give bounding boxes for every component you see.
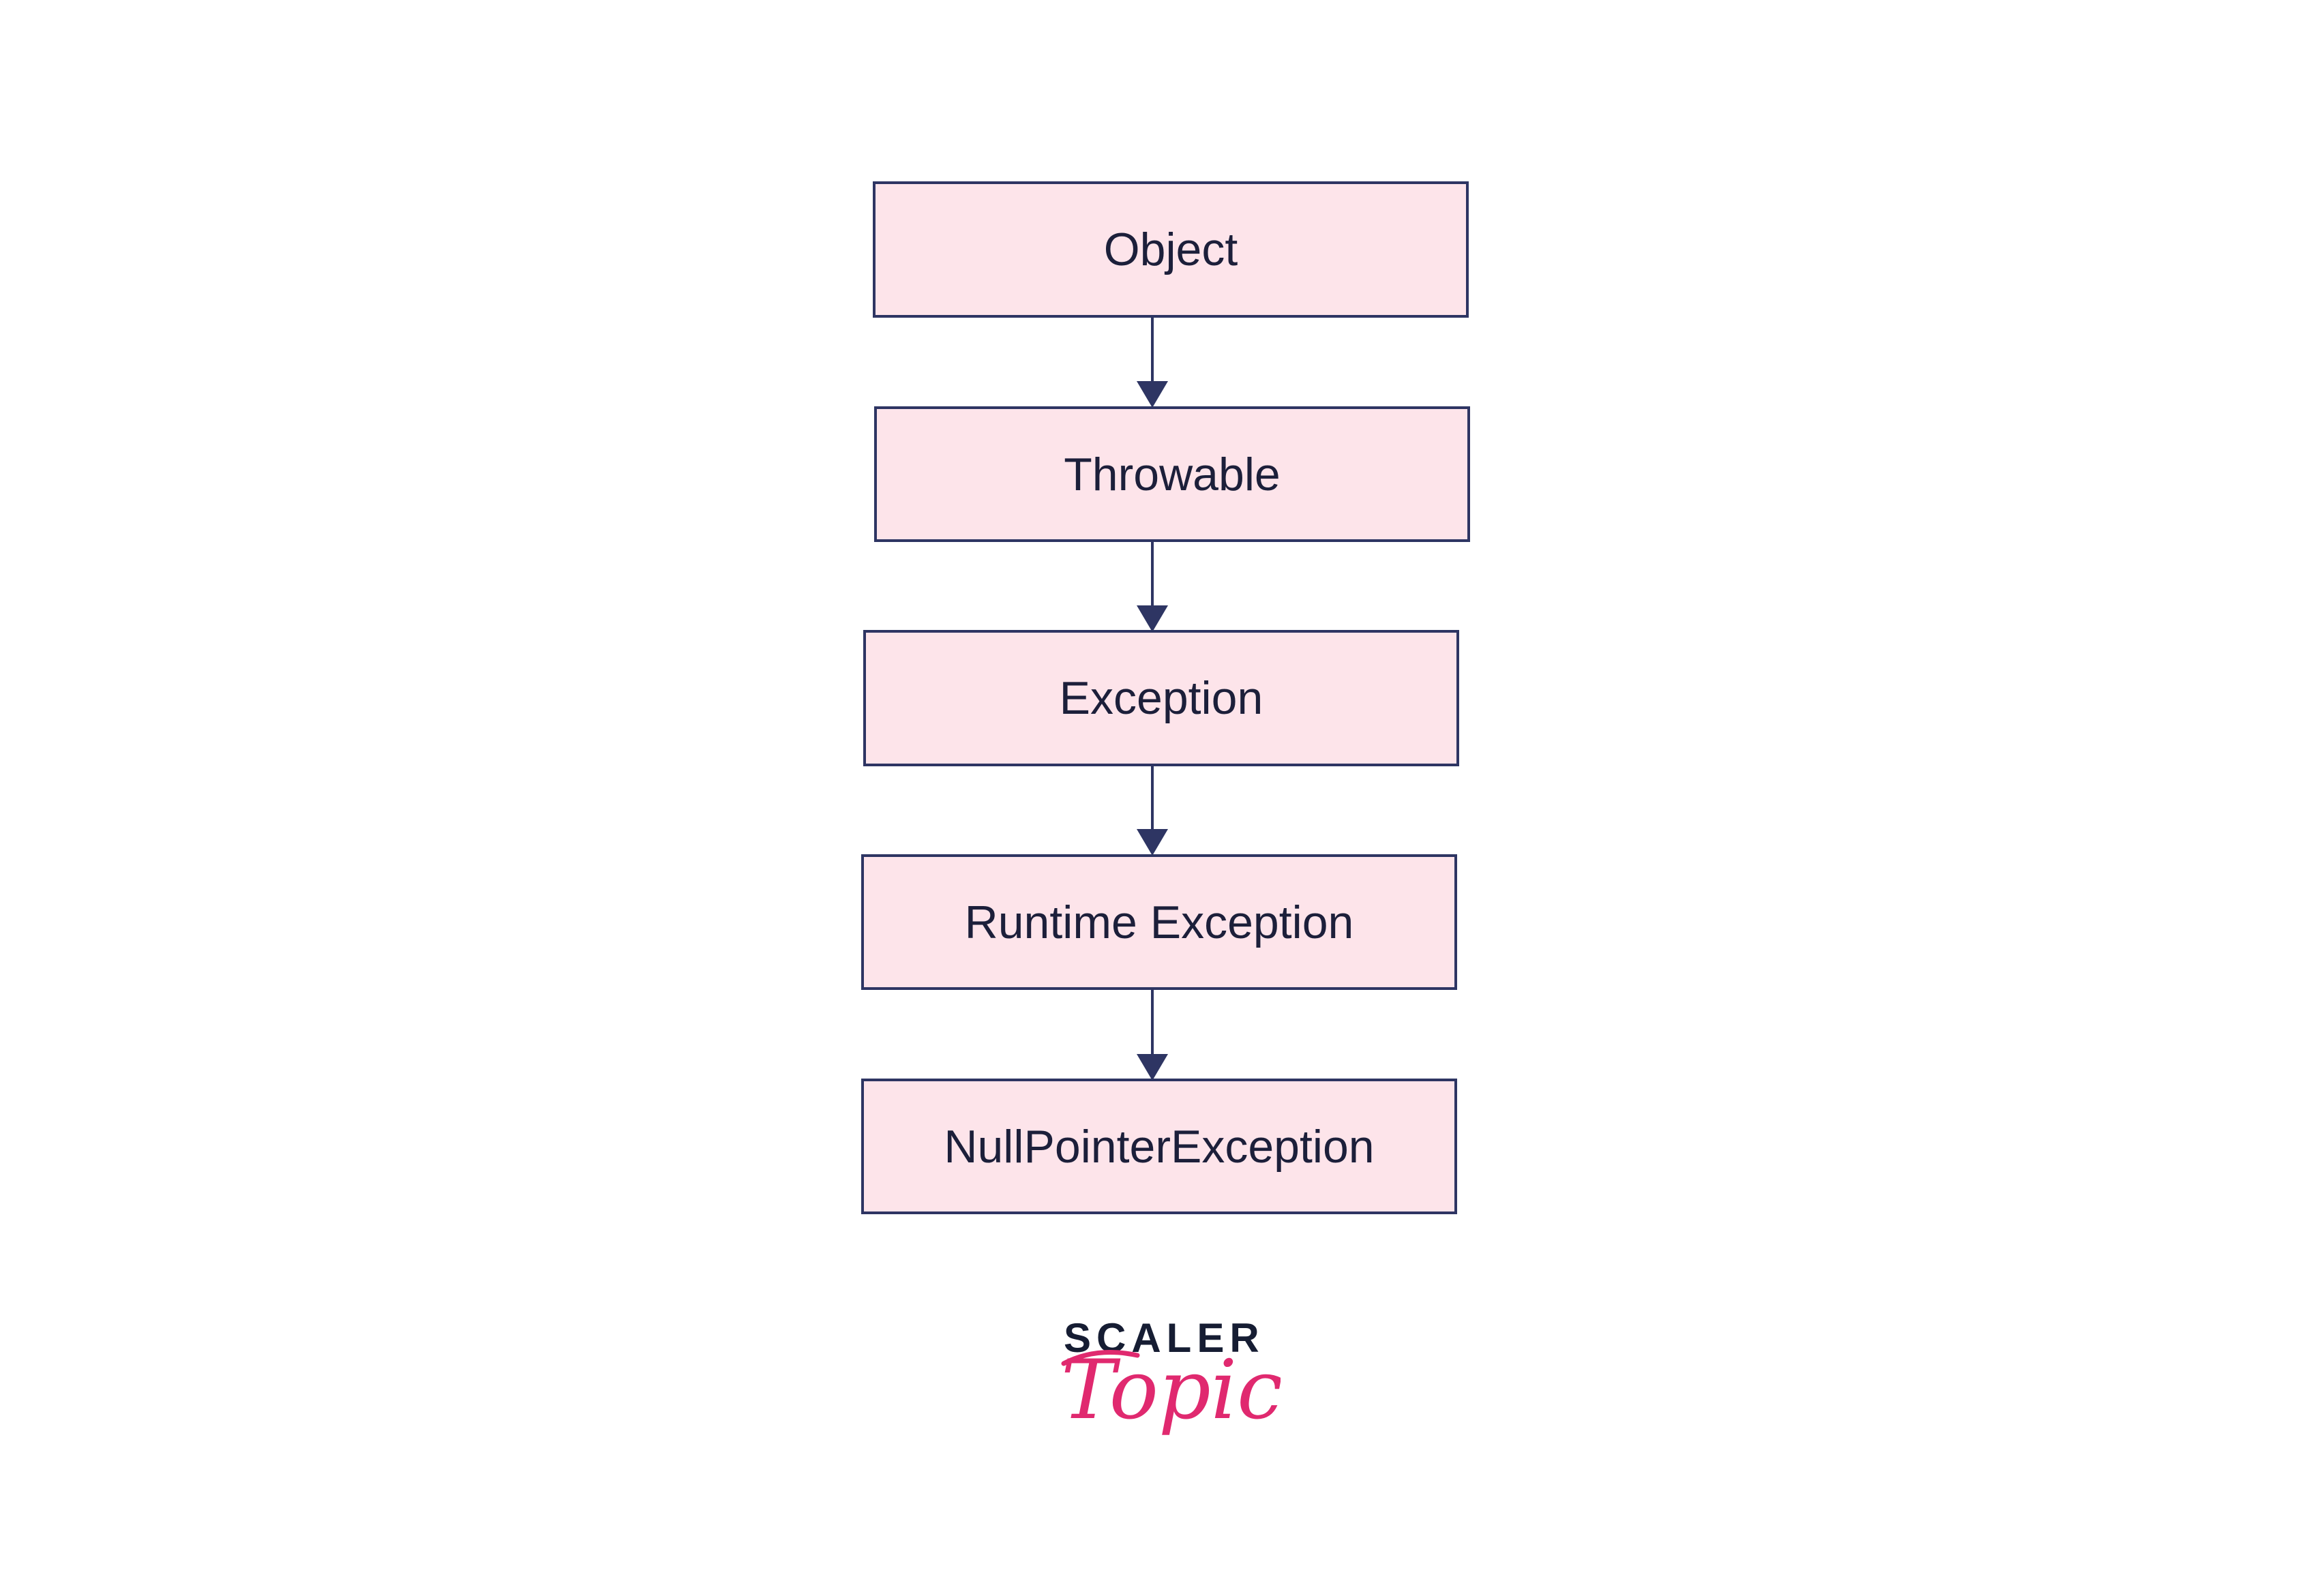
node-exception: Exception	[863, 630, 1459, 766]
logo-topics-script: Topics	[1061, 1343, 1281, 1438]
edge-object-throwable	[1137, 318, 1168, 408]
node-label: Runtime Exception	[964, 896, 1354, 948]
node-object: Object	[873, 181, 1469, 318]
edge-exception-runtime	[1137, 766, 1168, 856]
node-label: Throwable	[1064, 448, 1281, 500]
node-label: Exception	[1059, 672, 1263, 724]
edge-throwable-exception	[1137, 542, 1168, 632]
node-throwable: Throwable	[874, 406, 1470, 542]
node-runtime-exception: Runtime Exception	[861, 854, 1457, 990]
logo-topics-text: Topics	[1061, 1343, 1281, 1438]
node-label: NullPointerException	[944, 1120, 1375, 1173]
node-null-pointer-exception: NullPointerException	[861, 1079, 1457, 1214]
node-label: Object	[1103, 224, 1238, 275]
edge-runtime-npe	[1137, 990, 1168, 1081]
